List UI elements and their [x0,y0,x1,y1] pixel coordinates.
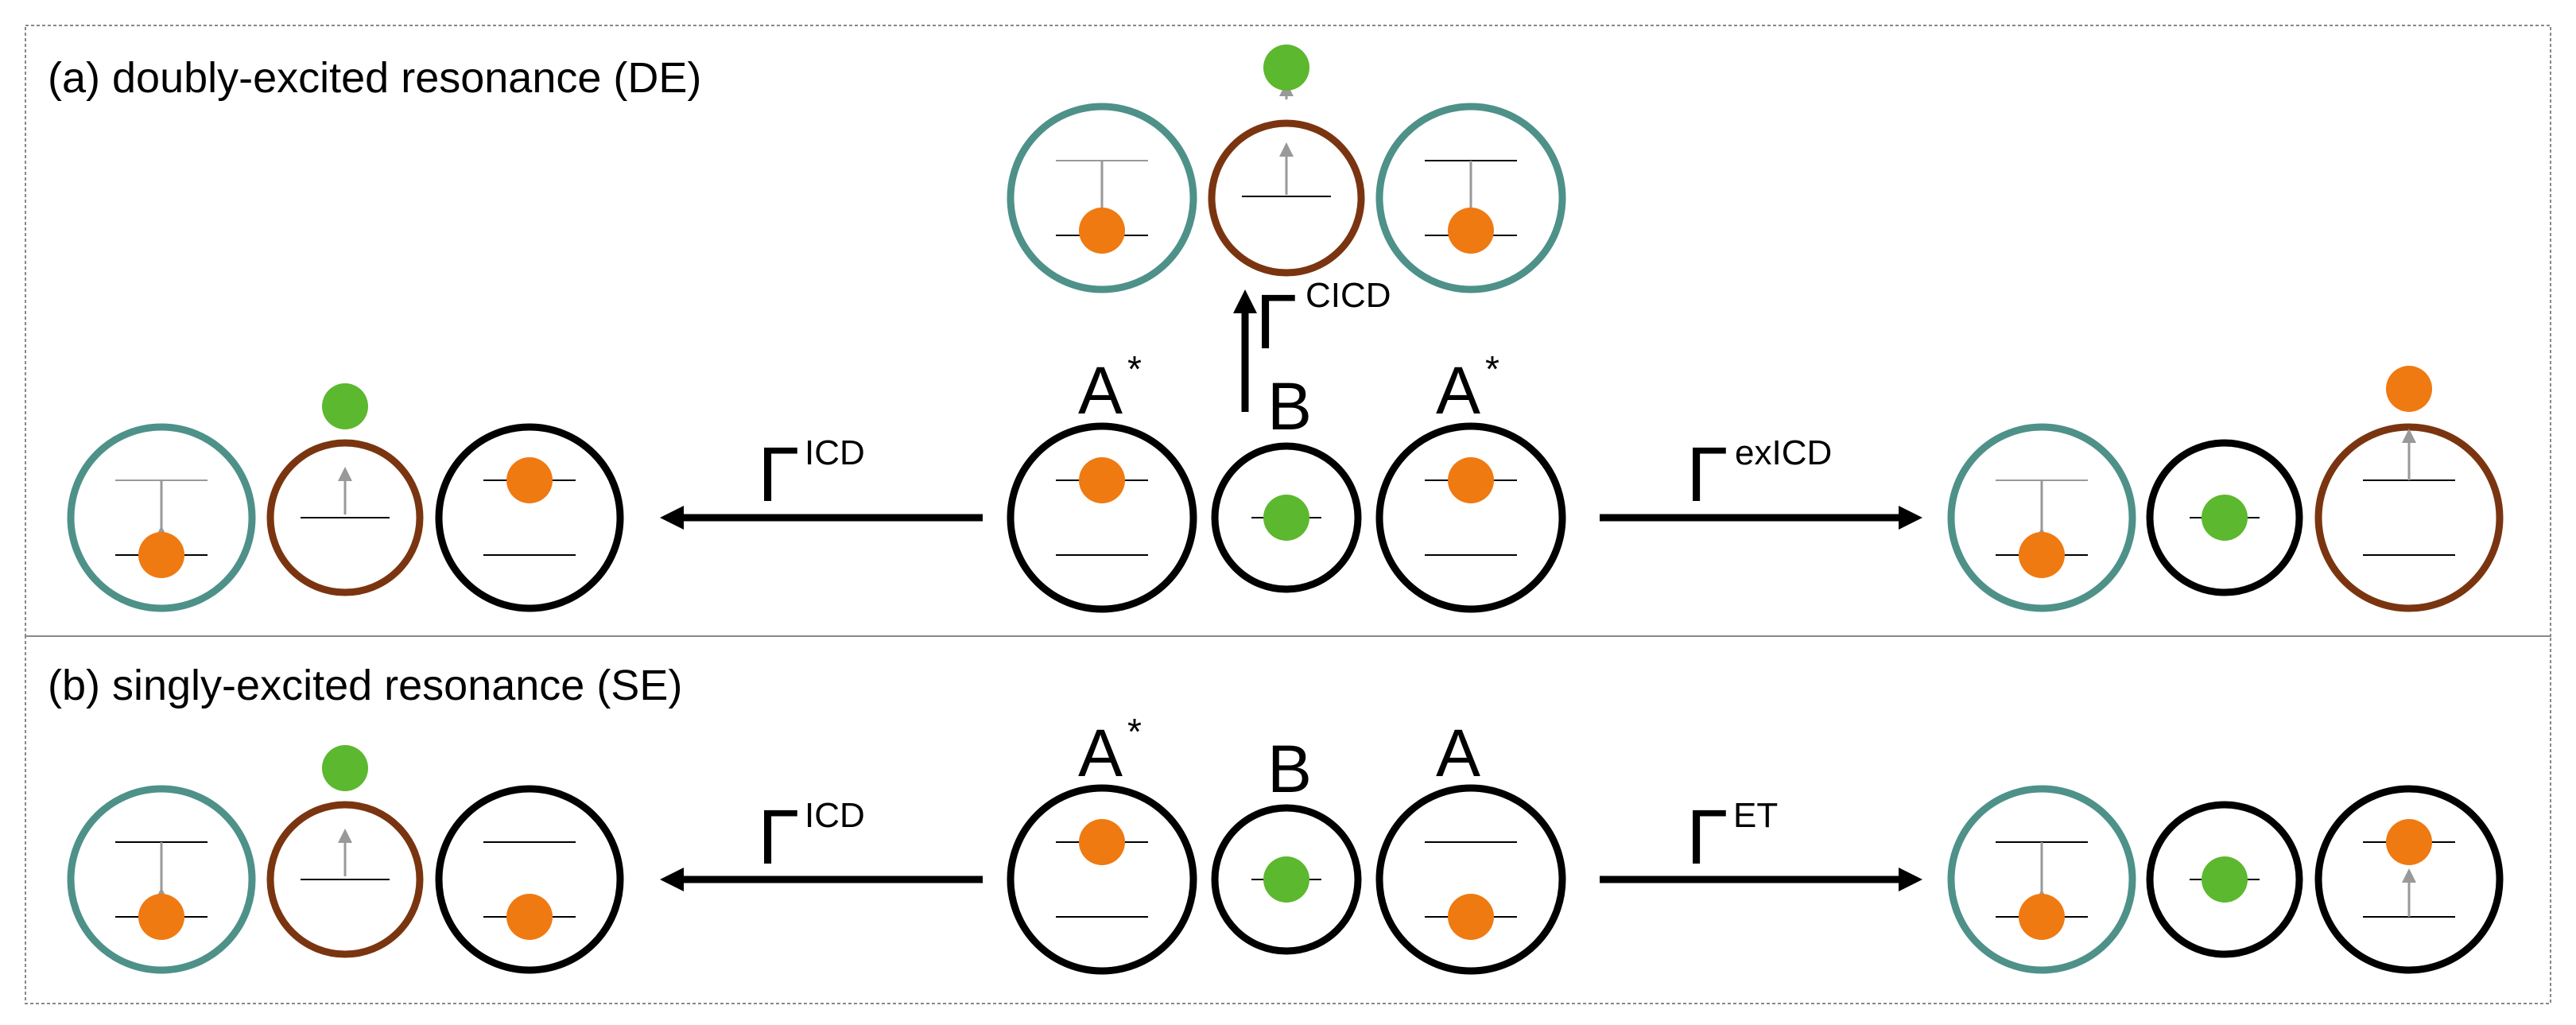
atom-b-icd-acceptor [67,785,256,974]
label-b-mid: B [1267,732,1312,806]
atom-sites [67,45,2504,975]
atom-ring [1007,103,1197,293]
atom-b-et-mid [2146,801,2303,958]
label-a-left: A [1078,353,1123,428]
electron [1263,495,1309,541]
electron [506,894,553,940]
atom-ring [1007,784,1197,975]
electron [1079,819,1125,865]
atom-b-icd-spectator [435,785,624,974]
atom-b-et-excited [2314,785,2504,974]
label-a-right-star: * [1485,348,1499,390]
transition-arrow-head [338,467,352,481]
electron [1448,457,1494,503]
emitted-electron [2386,366,2432,412]
gamma-exicd-a: Γ [1686,433,1726,518]
atom-b-icd-ionized [266,801,424,958]
arrow-et-b [1600,868,1922,891]
rate-et-b: ET [1733,796,1778,835]
label-b-left-star: * [1127,711,1142,752]
atom-a-center-right [1375,422,1566,613]
gamma-icd-b: Γ [757,796,797,881]
electron [2202,856,2248,903]
atom-ring [1947,785,2136,974]
atom-ring [1211,442,1362,593]
atom-ring [1211,804,1362,955]
panel-a-title: (a) doubly-excited resonance (DE) [48,54,701,102]
atom-a-exicd-ionized [2314,423,2504,612]
atom-a-icd-acceptor [67,423,256,612]
electron [1079,208,1125,254]
atom-b-center-right [1375,784,1566,975]
electron [2019,532,2065,578]
panel-b-title: (b) singly-excited resonance (SE) [48,662,682,709]
electron [2019,894,2065,940]
atom-ring [1208,119,1365,277]
arrow-icd-a [660,506,983,530]
electron [1448,208,1494,254]
atom-ring [2146,801,2303,958]
atom-a-cicd-ionized [1208,82,1365,277]
electron [138,532,184,578]
atom-ring [435,423,624,612]
rate-exicd-a: exICD [1735,433,1832,472]
panel-b-frame [25,635,2551,1004]
label-b-left: A [1078,716,1123,790]
transition-arrow-head [338,829,352,843]
atom-ring [266,439,424,596]
label-a-right: A [1436,353,1480,428]
electron [1079,457,1125,503]
atom-b-et-acceptor [1947,785,2136,974]
transition-arrow-head [1279,142,1294,157]
atom-ring [266,801,424,958]
electron [2386,819,2432,865]
atom-ring [2146,439,2303,596]
atom-ring [1375,103,1566,293]
atom-ring [1947,423,2136,612]
rate-cicd-a: CICD [1305,276,1391,315]
electron [2202,495,2248,541]
atom-ring [1007,422,1197,613]
atom-a-cicd-acceptor-right [1375,103,1566,293]
rate-icd-b: ICD [805,796,865,835]
label-b-right: A [1436,716,1480,790]
electron [1263,856,1309,903]
gamma-et-b: Γ [1686,796,1726,881]
label-a-mid: B [1267,369,1312,444]
atom-a-exicd-mid [2146,439,2303,596]
arrow-icd-b [660,868,983,891]
emitted-electron [322,383,368,429]
atom-ring [67,423,256,612]
atom-b-center-mid [1211,804,1362,955]
gamma-cicd-a: Γ [1255,281,1295,366]
atom-a-exicd-acceptor [1947,423,2136,612]
atom-a-icd-spectator [435,423,624,612]
atom-a-center-mid [1211,442,1362,593]
panel-a-frame [25,25,2551,637]
emitted-electron [1263,45,1309,91]
atom-ring [1375,422,1566,613]
transition-arrow-head [2402,868,2416,883]
electron [138,894,184,940]
atom-ring [2314,423,2504,612]
label-a-left-star: * [1127,348,1142,390]
emitted-electron [322,745,368,791]
electron [506,457,553,503]
atom-a-cicd-acceptor-left [1007,103,1197,293]
gamma-icd-a: Γ [757,433,797,518]
arrow-cicd-a [1233,289,1257,412]
atom-ring [435,785,624,974]
atom-a-center-left [1007,422,1197,613]
atom-ring [1375,784,1566,975]
atom-ring [2314,785,2504,974]
arrow-exicd-a [1600,506,1922,530]
rate-icd-a: ICD [805,433,865,472]
electron [1448,894,1494,940]
atom-b-center-left [1007,784,1197,975]
transition-arrow-head [2402,429,2416,443]
atom-ring [67,785,256,974]
atom-a-icd-ionized [266,439,424,596]
